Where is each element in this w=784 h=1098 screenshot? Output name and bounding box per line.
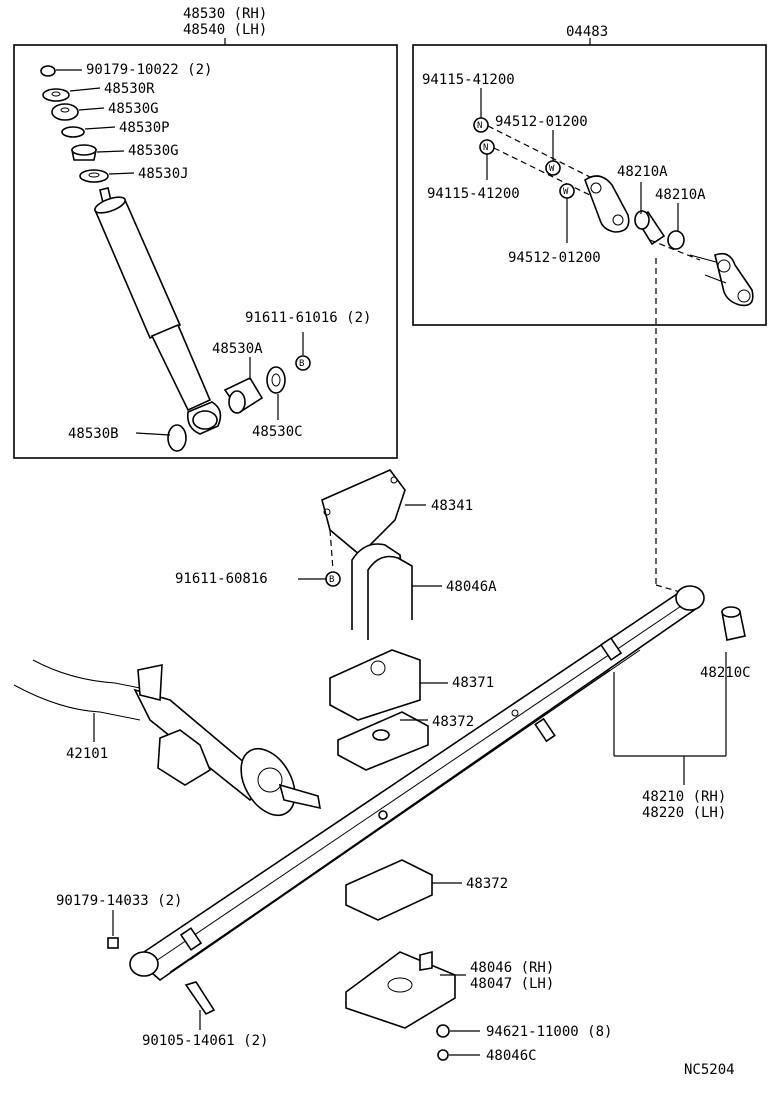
label-48530P: 48530P [119, 120, 170, 136]
label-48530C: 48530C [252, 424, 303, 440]
label-shock-lh: 48540 (LH) [183, 22, 268, 38]
shock-absorber [40, 65, 311, 452]
leaf-spring [129, 585, 746, 982]
label-shock-rh: 48530 (RH) [183, 6, 268, 22]
label-48047-lh: 48047 (LH) [470, 976, 555, 992]
axle-housing [13, 659, 321, 817]
label-48530G-upper: 48530G [108, 101, 159, 117]
label-48530B: 48530B [68, 426, 119, 442]
label-42101: 42101 [66, 746, 109, 762]
label-48530A: 48530A [212, 341, 263, 357]
label-kit-04483: 04483 [566, 24, 609, 40]
label-94512-01200-lower: 94512-01200 [508, 250, 601, 266]
label-90105-14061: 90105-14061 (2) [142, 1033, 269, 1049]
label-48046C: 48046C [486, 1048, 537, 1064]
label-48372-lower: 48372 [466, 876, 509, 892]
label-48046-rh: 48046 (RH) [470, 960, 555, 976]
label-48530J: 48530J [138, 166, 189, 182]
shackle-kit [473, 88, 754, 307]
washer-symbol-lower: W [563, 187, 569, 197]
label-90179-14033: 90179-14033 (2) [56, 893, 183, 909]
label-48372-upper: 48372 [432, 714, 475, 730]
label-94621-11000: 94621-11000 (8) [486, 1024, 613, 1040]
label-48210A-left: 48210A [617, 164, 668, 180]
bolt-symbol-bumper: B [329, 575, 335, 585]
diagram-code: NC5204 [684, 1062, 735, 1078]
mounting-parts [107, 469, 519, 1061]
label-48530G-lower: 48530G [128, 143, 179, 159]
label-94115-41200-upper: 94115-41200 [422, 72, 515, 88]
label-48210A-right: 48210A [655, 187, 706, 203]
shock-absorber-box [13, 44, 398, 459]
label-94115-41200-lower: 94115-41200 [427, 186, 520, 202]
label-91611-61016: 91611-61016 (2) [245, 310, 372, 326]
label-91611-60816: 91611-60816 [175, 571, 268, 587]
label-48530R: 48530R [104, 81, 155, 97]
nut-symbol-lower: N [483, 143, 489, 153]
label-spring-rh: 48210 (RH) [642, 789, 727, 805]
nut-symbol-upper: N [477, 121, 483, 131]
bolt-symbol-shock: B [299, 359, 305, 369]
label-94512-01200-upper: 94512-01200 [495, 114, 588, 130]
label-48371: 48371 [452, 675, 495, 691]
label-48046A: 48046A [446, 579, 497, 595]
label-48210C: 48210C [700, 665, 751, 681]
label-48341: 48341 [431, 498, 474, 514]
washer-symbol-upper: W [549, 164, 555, 174]
label-90179-10022: 90179-10022 (2) [86, 62, 213, 78]
label-spring-lh: 48220 (LH) [642, 805, 727, 821]
